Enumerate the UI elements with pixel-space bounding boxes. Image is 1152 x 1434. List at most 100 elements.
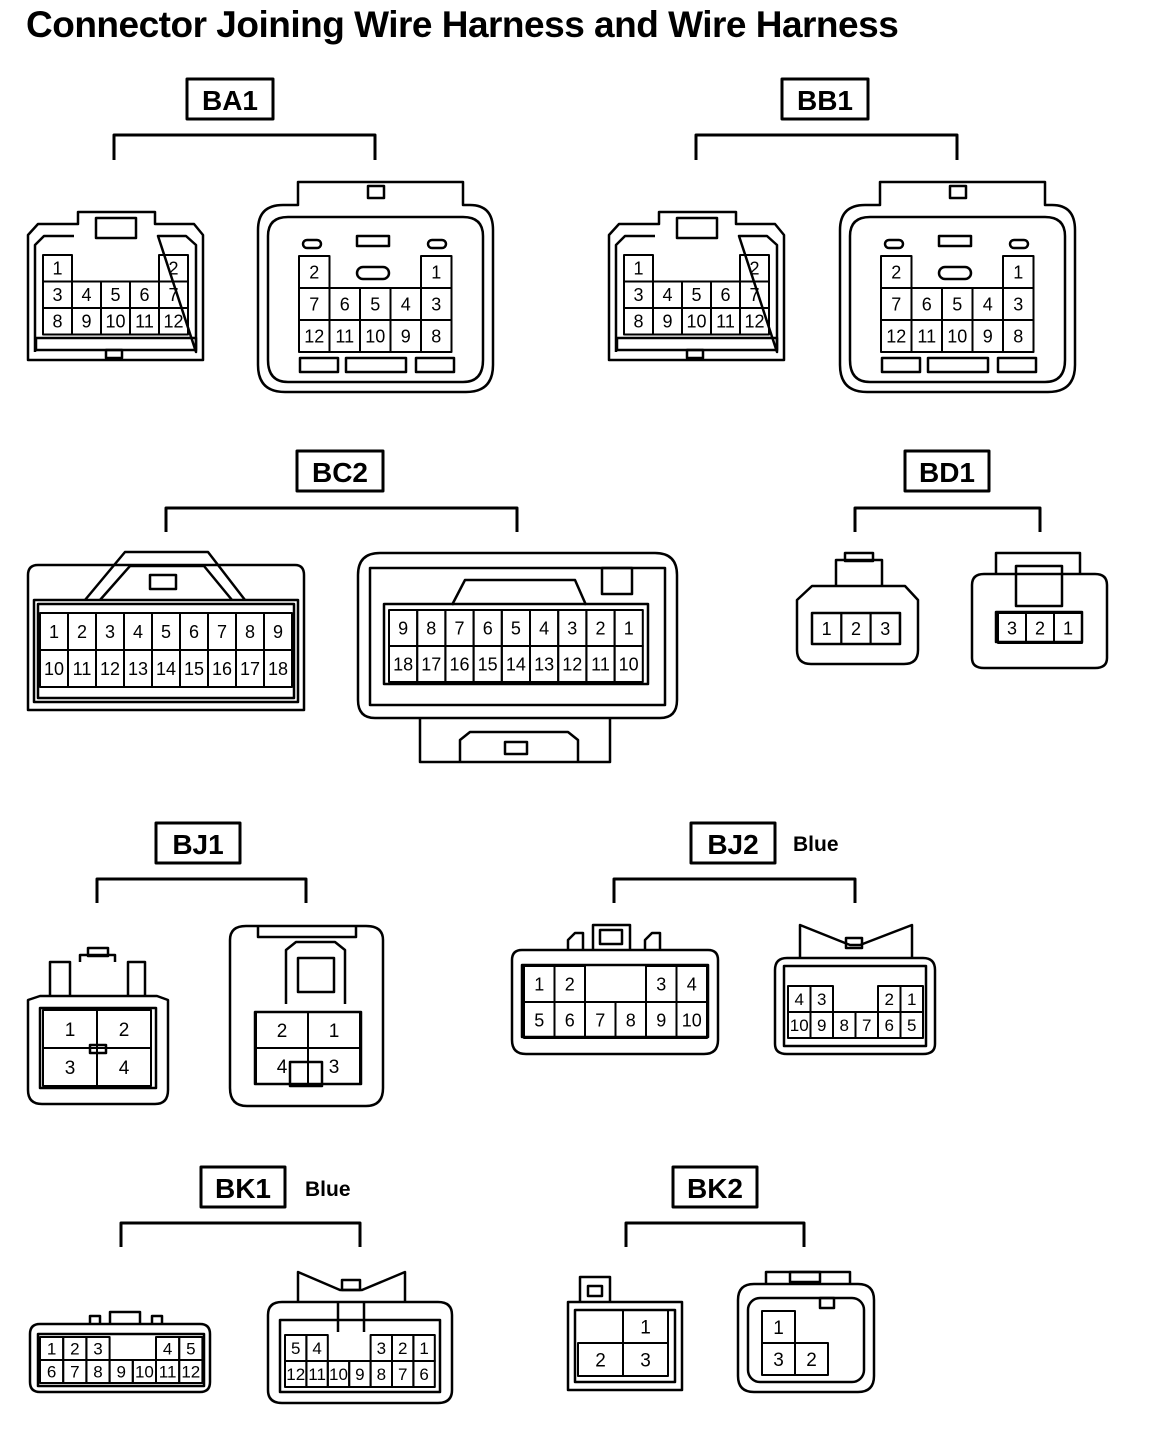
- pin-number: 17: [421, 654, 441, 674]
- pin-number: 1: [329, 1021, 340, 1042]
- pin-number: 1: [534, 974, 544, 994]
- pin-number: 4: [133, 622, 143, 642]
- pin-number: 10: [44, 659, 64, 679]
- pin-number: 5: [511, 618, 521, 638]
- pin-number: 3: [52, 285, 62, 305]
- pin-cell: [869, 612, 901, 645]
- pin-number: 12: [163, 312, 183, 332]
- pin-number: 9: [116, 1363, 125, 1382]
- pin-number: 9: [656, 1010, 666, 1030]
- pin-number: 18: [268, 659, 288, 679]
- pin-cell: [622, 1342, 669, 1377]
- pin-number: 4: [163, 1340, 172, 1359]
- color-note-bj2: Blue: [793, 833, 839, 856]
- pin-number: 3: [656, 974, 666, 994]
- pin-number: 4: [277, 1057, 288, 1078]
- pin-cell: [739, 307, 770, 336]
- pin-number: 3: [567, 618, 577, 638]
- pin-number: 3: [65, 1058, 76, 1079]
- pin-number: 9: [983, 326, 993, 346]
- pin-number: 1: [47, 1340, 56, 1359]
- pin-number: 7: [749, 285, 759, 305]
- pin-number: 15: [478, 654, 498, 674]
- pin-number: 7: [217, 622, 227, 642]
- pin-number: 11: [159, 1363, 177, 1382]
- pin-number: 2: [77, 622, 87, 642]
- pin-number: 10: [365, 326, 385, 346]
- pin-number: 4: [687, 974, 697, 994]
- pin-number: 6: [189, 622, 199, 642]
- pin-number: 3: [329, 1057, 340, 1078]
- pin-number: 4: [795, 990, 804, 1009]
- pin-cell: [794, 1342, 829, 1376]
- pin-number: 1: [65, 1020, 76, 1041]
- pin-number: 12: [886, 326, 906, 346]
- pin-number: 2: [851, 619, 861, 639]
- group-label-bb1: BB1: [797, 85, 853, 116]
- pin-number: 8: [93, 1363, 102, 1382]
- pin-number: 7: [168, 285, 178, 305]
- group-label-bd1: BD1: [919, 457, 975, 488]
- pin-number: 11: [135, 312, 154, 332]
- pin-number: 6: [47, 1363, 56, 1382]
- pin-number: 6: [565, 1010, 575, 1030]
- pin-number: 6: [922, 294, 932, 314]
- pin-number: 2: [885, 990, 894, 1009]
- pin-number: 9: [401, 326, 411, 346]
- pin-number: 11: [308, 1365, 326, 1384]
- pin-number: 8: [245, 622, 255, 642]
- pin-number: 8: [633, 312, 643, 332]
- pin-number: 8: [52, 312, 62, 332]
- group-label-bc2: BC2: [312, 457, 368, 488]
- pin-number: 3: [431, 294, 441, 314]
- pin-number: 10: [329, 1365, 348, 1384]
- pin-cell: [307, 1047, 361, 1085]
- pin-number: 10: [947, 326, 967, 346]
- pin-number: 4: [539, 618, 549, 638]
- group-label-bj2: BJ2: [707, 829, 758, 860]
- pin-number: 14: [156, 659, 176, 679]
- pin-number: 11: [716, 312, 735, 332]
- pin-number: 8: [840, 1016, 849, 1035]
- pin-number: 12: [562, 654, 582, 674]
- pin-number: 2: [119, 1020, 130, 1041]
- pin-cell: [96, 1047, 152, 1087]
- pin-number: 10: [682, 1010, 702, 1030]
- pin-number: 6: [720, 285, 730, 305]
- pin-number: 10: [686, 312, 706, 332]
- pin-number: 1: [52, 259, 62, 279]
- pin-number: 7: [862, 1016, 871, 1035]
- pin-number: 7: [309, 294, 319, 314]
- pin-cell: [412, 1360, 436, 1388]
- pin-number: 3: [105, 622, 115, 642]
- pin-cell: [178, 1359, 204, 1384]
- pin-number: 10: [619, 654, 639, 674]
- pin-number: 2: [749, 259, 759, 279]
- pin-number: 1: [640, 1317, 651, 1338]
- pin-number: 5: [952, 294, 962, 314]
- pin-number: 15: [184, 659, 204, 679]
- pin-number: 1: [1063, 618, 1073, 638]
- pin-number: 9: [355, 1365, 364, 1384]
